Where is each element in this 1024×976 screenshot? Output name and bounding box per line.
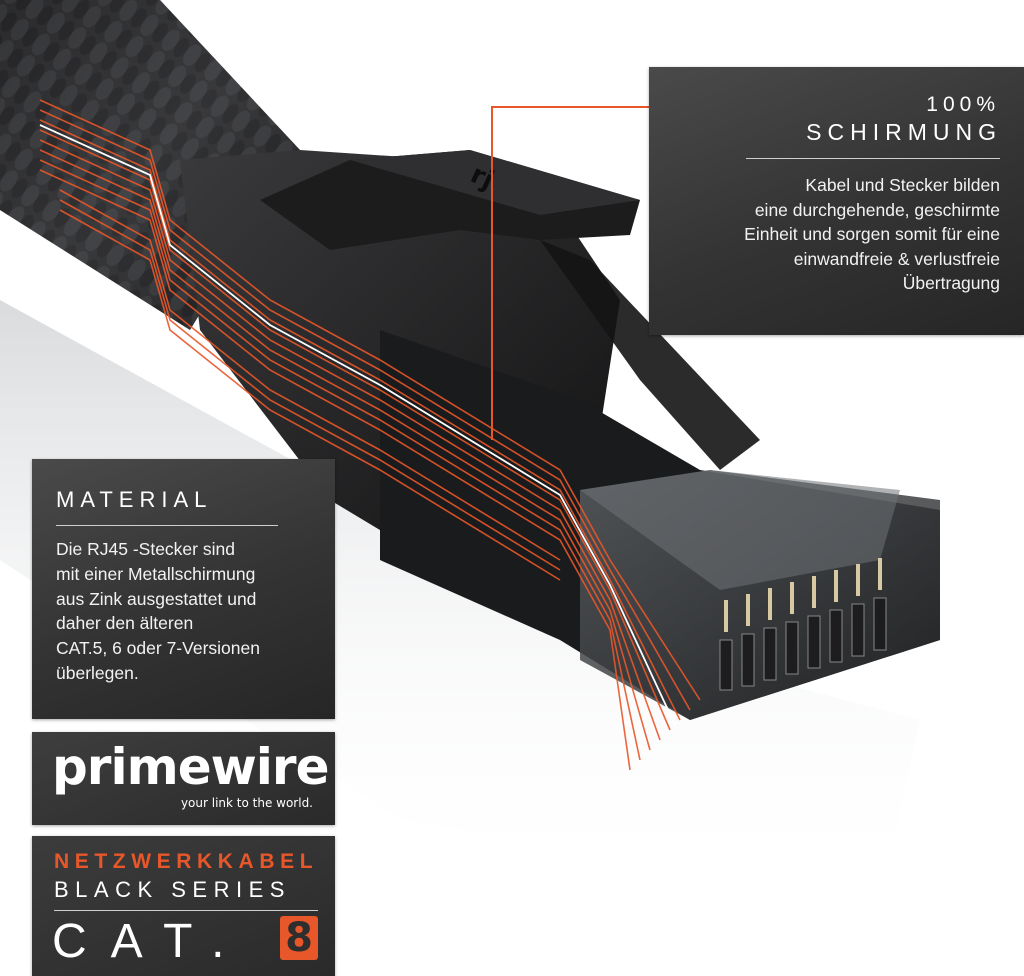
material-panel: MATERIAL Die RJ45 -Stecker sind mit eine… <box>32 459 335 719</box>
material-line: daher den älteren <box>56 613 194 634</box>
material-description: Die RJ45 -Stecker sind mit einer Metalls… <box>56 537 331 686</box>
shielding-description: Kabel und Stecker bilden eine durchgehen… <box>660 173 1000 296</box>
brand-panel: primewire your link to the world. <box>32 732 335 825</box>
shielding-line: Einheit und sorgen somit für eine <box>744 224 1000 244</box>
product-category: NETZWERKKABEL <box>54 850 319 873</box>
product-divider <box>54 910 318 911</box>
shielding-line: einwandfreie & verlustfreie <box>793 248 1000 269</box>
shielding-line: Kabel und Stecker bilden <box>805 175 1000 195</box>
shielding-line: eine durchgehende, geschirmte <box>754 199 1000 220</box>
material-line: CAT.5, 6 oder 7-Versionen <box>56 638 260 659</box>
material-line: überlegen. <box>56 662 139 683</box>
material-line: mit einer Metallschirmung <box>56 563 256 584</box>
shielding-panel: 100% SCHIRMUNG Kabel und Stecker bilden … <box>649 67 1024 335</box>
cat-number-badge: 8 <box>280 916 318 960</box>
product-panel: NETZWERKKABEL BLACK SERIES CAT. 8 <box>32 836 335 976</box>
material-title: MATERIAL <box>56 487 213 512</box>
shielding-title: SCHIRMUNG <box>806 119 1002 145</box>
brand-tagline: your link to the world. <box>180 796 313 810</box>
material-line: Die RJ45 -Stecker sind <box>56 539 235 559</box>
shielding-percent: 100% <box>926 93 1000 116</box>
cat-label: CAT. <box>52 915 249 968</box>
material-divider <box>56 525 278 526</box>
material-line: aus Zink ausgestattet und <box>56 588 257 609</box>
brand-logo: primewire <box>52 738 329 796</box>
product-series: BLACK SERIES <box>54 877 291 902</box>
shielding-line: Übertragung <box>902 273 1000 293</box>
shielding-divider <box>746 158 1000 159</box>
